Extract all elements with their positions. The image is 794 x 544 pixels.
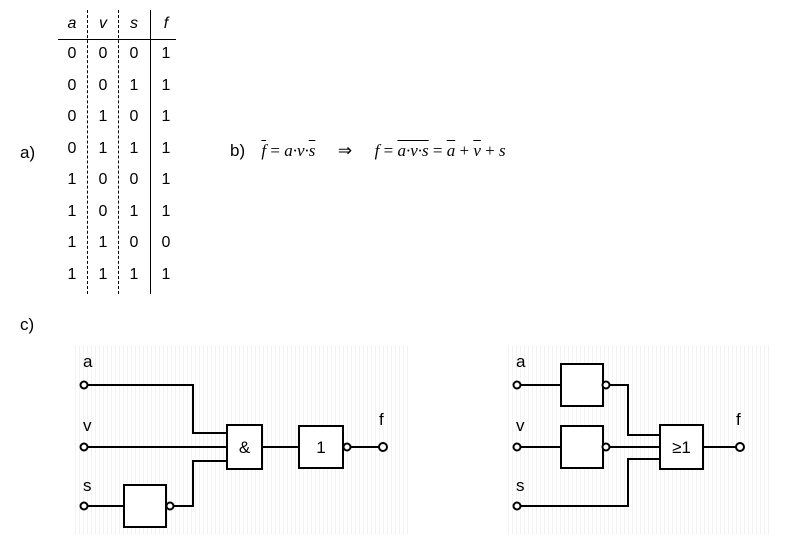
truth-table-cell: 1 — [129, 139, 139, 157]
truth-table-cell: 1 — [161, 265, 171, 283]
boolean-formula: b) f = a·v·s ⇒ f = a·v·s = a + v + s — [230, 141, 506, 161]
circuit-1-not-bubble-s — [165, 501, 175, 511]
truth-table-cell: 1 — [98, 265, 108, 283]
formula-equals-2: = — [383, 141, 394, 160]
truth-table-cell: 0 — [98, 171, 108, 188]
truth-table-cell: 1 — [98, 108, 108, 125]
circuit-2-terminal-v — [512, 442, 522, 452]
truth-table-cell: 0 — [98, 76, 108, 94]
formula-plus-1: + — [459, 141, 470, 160]
circuit-2-not-gate-v — [560, 425, 604, 469]
circuit-1-output-label: f — [379, 410, 384, 429]
truth-table-cell: 0 — [161, 234, 171, 251]
circuit-1-terminal-s — [79, 501, 89, 511]
circuit-2-grid — [508, 345, 771, 535]
circuit-or: a v s ≥1 f — [508, 345, 771, 535]
truth-table-cell: 0 — [98, 202, 108, 220]
truth-table-cell: 1 — [161, 139, 171, 157]
truth-table-header-3: f — [163, 15, 169, 32]
formula-f: f — [374, 141, 380, 160]
circuit-2-input-s-label: s — [516, 476, 525, 495]
formula-equals-1: = — [270, 141, 280, 160]
circuit-2-output-label: f — [736, 410, 741, 429]
circuit-2-input-a-label: a — [516, 352, 526, 371]
truth-table-cell: 1 — [98, 139, 108, 157]
truth-table-divider-vs — [118, 10, 119, 294]
formula-s-bar: s — [308, 141, 316, 160]
truth-table-cell: 0 — [98, 45, 108, 62]
formula-v-bar: v — [473, 141, 481, 160]
truth-table-cell: 1 — [129, 202, 139, 220]
truth-table-cell: 1 — [161, 202, 171, 220]
circuit-2-wires — [519, 384, 739, 507]
truth-table-cell: 0 — [129, 45, 139, 62]
truth-table-cell: 1 — [67, 202, 77, 220]
truth-table-header-2: s — [130, 15, 138, 32]
truth-table-cell: 0 — [67, 139, 77, 157]
truth-table-cell: 0 — [67, 76, 77, 94]
truth-table-header-0: a — [67, 15, 77, 32]
circuit-2-output-terminal — [735, 442, 745, 452]
truth-table-cell: 1 — [129, 76, 139, 94]
truth-table-cell: 1 — [161, 108, 171, 125]
circuit-2-or-symbol: ≥1 — [672, 438, 691, 457]
circuit-2-not-bubble-a — [601, 380, 611, 390]
circuit-1-terminal-v — [79, 442, 89, 452]
circuit-2-or-gate — [659, 424, 704, 470]
circuit-2-terminal-s — [512, 501, 522, 511]
truth-table-header-1: v — [99, 15, 107, 32]
circuit-2-not-bubble-v — [601, 442, 611, 452]
circuit-2-input-v-label: v — [516, 416, 525, 435]
truth-table-cell: 1 — [161, 45, 171, 62]
truth-table-cell: 1 — [129, 265, 139, 283]
truth-table-cell: 0 — [67, 45, 77, 62]
truth-table-cell: 1 — [67, 171, 77, 188]
circuit-1-not-gate-s — [123, 484, 167, 528]
truth-table-cell: 0 — [129, 171, 139, 188]
circuit-1-input-v-label: v — [83, 416, 92, 435]
truth-table-cell: 0 — [129, 234, 139, 251]
circuit-1-input-s-label: s — [83, 476, 92, 495]
part-a-label: a) — [20, 143, 36, 162]
formula-implies: ⇒ — [337, 141, 353, 160]
formula-negated-product: a·v·s — [397, 141, 429, 160]
truth-table-cell: 1 — [161, 171, 171, 188]
circuit-1-terminal-a — [79, 380, 89, 390]
circuit-2-not-gate-a — [560, 363, 604, 407]
truth-table-cell: 0 — [67, 108, 77, 125]
truth-table-divider-av — [87, 10, 88, 294]
circuit-1-wires — [86, 384, 383, 507]
truth-table: a v s f 0 0 0 1 0 0 1 1 0 1 0 1 0 1 1 1 1 0 0 1 1 0 1 1 1 1 0 0 1 1 1 1 — [58, 10, 183, 300]
circuit-1-and-symbol: & — [239, 438, 251, 457]
circuit-1-not-symbol: 1 — [316, 438, 325, 457]
part-b-label: b) — [230, 141, 246, 160]
truth-table-cell: 1 — [98, 234, 108, 251]
circuit-and-not: a v s & 1 f — [75, 345, 410, 535]
truth-table-cell: 0 — [129, 108, 139, 125]
circuit-1-not-bubble — [342, 442, 352, 452]
circuit-1-input-a-label: a — [83, 352, 93, 371]
part-c-label: c) — [20, 315, 35, 334]
truth-table-cell: 1 — [67, 265, 77, 283]
circuit-2-terminal-a — [512, 380, 522, 390]
formula-equals-3: = — [432, 141, 443, 160]
truth-table-header-line — [58, 39, 176, 40]
circuit-1-output-terminal — [378, 442, 388, 452]
formula-f-bar: f — [261, 141, 267, 160]
truth-table-divider-sf — [150, 10, 151, 294]
circuit-1-and-gate — [226, 424, 263, 470]
formula-plus-2: + — [485, 141, 495, 160]
formula-s: s — [498, 141, 506, 160]
formula-a-bar: a — [446, 141, 456, 160]
truth-table-cell: 1 — [161, 76, 171, 94]
formula-term-1: a·v· — [284, 141, 309, 160]
truth-table-cell: 1 — [67, 234, 77, 251]
